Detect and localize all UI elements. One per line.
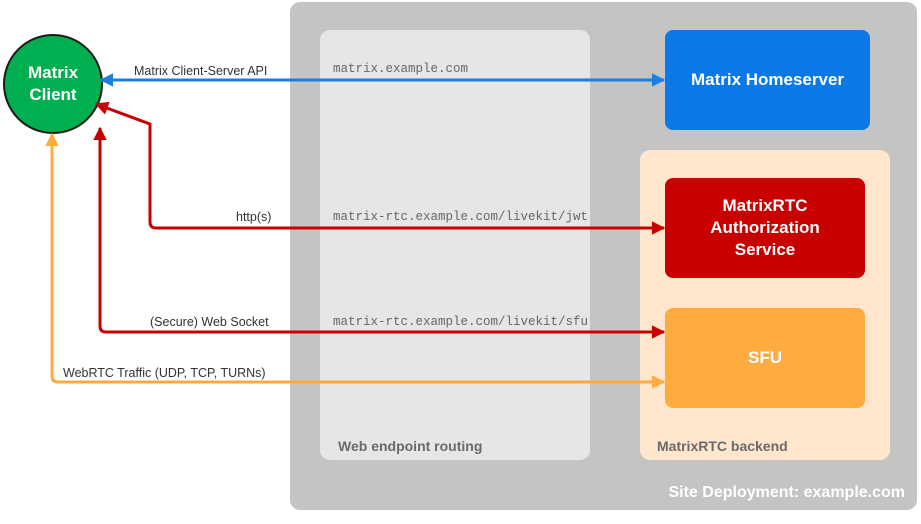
jwt-url: matrix-rtc.example.com/livekit/jwt [333,210,589,224]
webrtc-traffic-arrow [45,132,666,389]
web-socket-arrow [93,126,666,339]
homeserver-url: matrix.example.com [333,62,469,76]
client-server-api-label: Matrix Client-Server API [134,64,268,78]
matrixrtc-authorization-service-node: MatrixRTC Authorization Service [665,178,865,278]
auth-label-line-2: Authorization [710,218,820,237]
client-label-line-2: Client [29,85,77,104]
auth-label-line-3: Service [734,240,796,259]
client-label-line-1: Matrix [27,63,79,82]
auth-label-line-1: MatrixRTC [722,196,808,215]
http-label: http(s) [236,210,272,224]
sfu-node: SFU [665,308,865,408]
webrtc-traffic-label: WebRTC Traffic (UDP, TCP, TURNs) [63,366,266,380]
matrix-homeserver-label: Matrix Homeserver [690,70,845,89]
sfu-label: SFU [748,348,782,367]
site-deployment-label: Site Deployment: example.com [668,484,905,501]
web-socket-label: (Secure) Web Socket [150,315,269,329]
sfu-url: matrix-rtc.example.com/livekit/sfu [333,315,589,329]
matrix-homeserver-node: Matrix Homeserver [665,30,870,130]
matrix-client-node: Matrix Client [3,34,103,134]
matrixrtc-backend-label: MatrixRTC backend [657,438,788,454]
web-endpoint-routing-label: Web endpoint routing [338,438,483,454]
